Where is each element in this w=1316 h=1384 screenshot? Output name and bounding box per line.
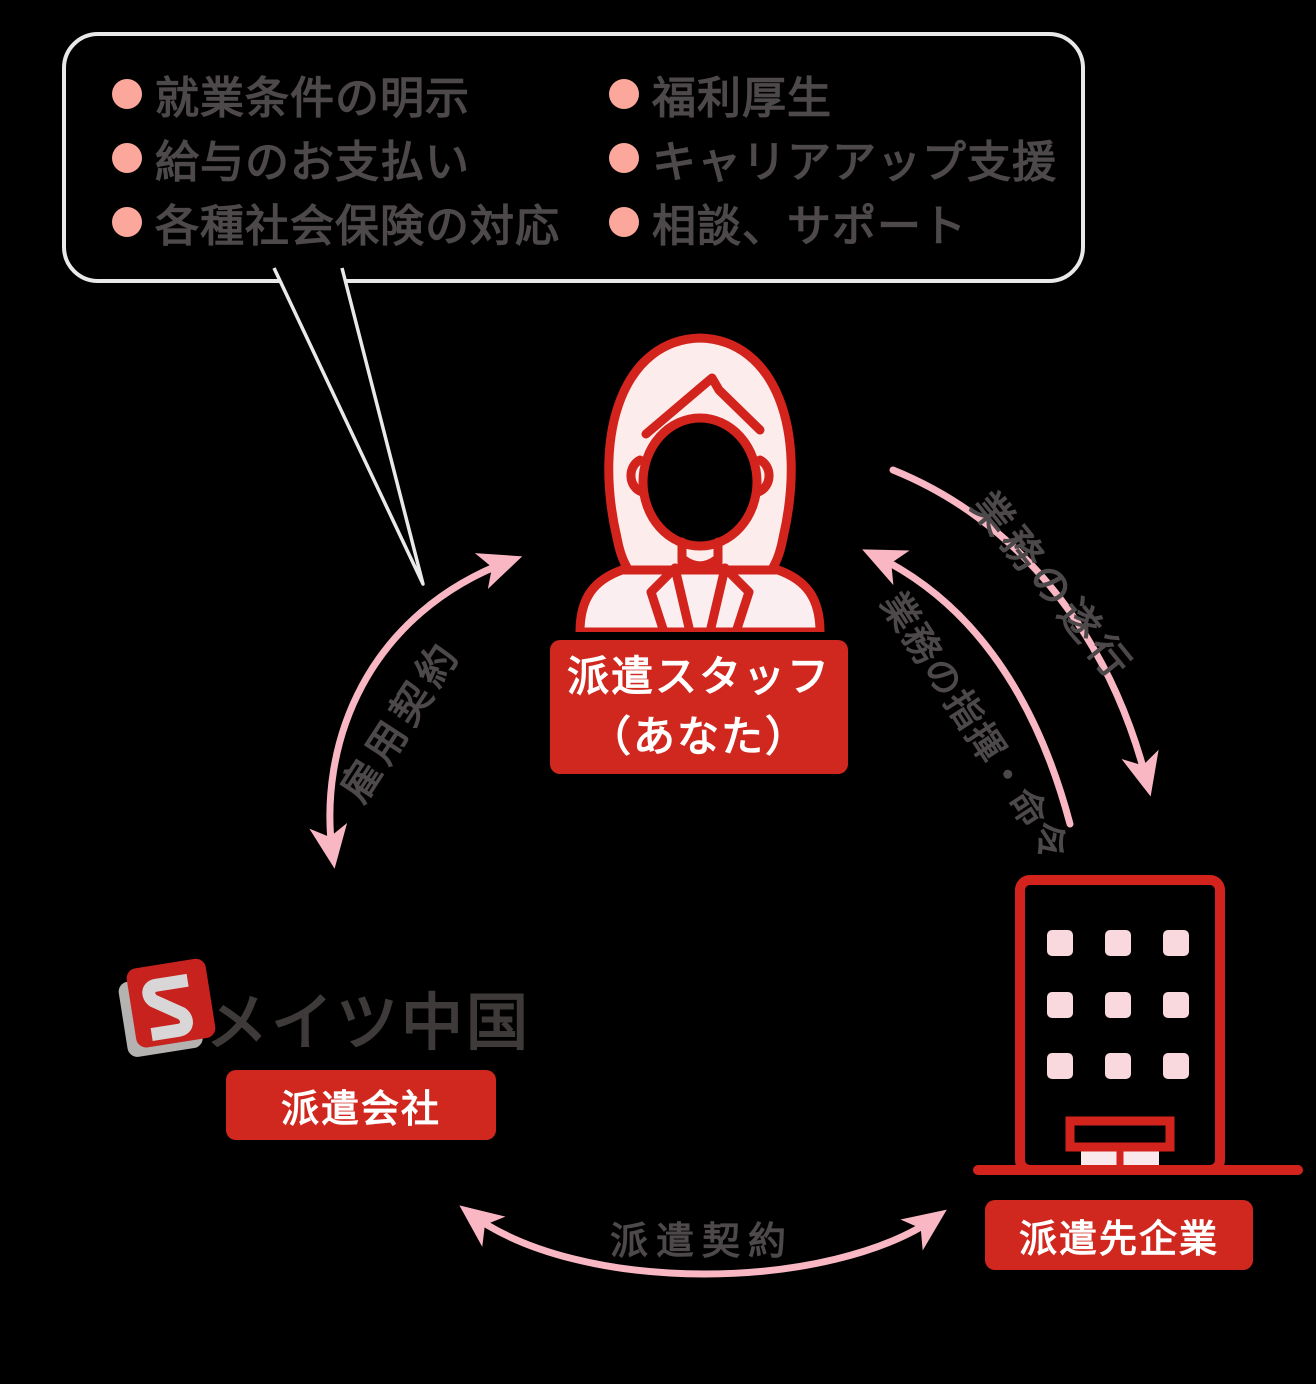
bubble-item-label: 相談、サポート [652,202,967,251]
client-label-box: 派遣先企業 [985,1200,1253,1270]
bubble-item-label: キャリアアップ支援 [652,138,1057,187]
woman-worker-icon [575,333,825,632]
client-label: 派遣先企業 [1018,1218,1219,1261]
office-building-icon [973,875,1303,1175]
pink-dot-icon [112,79,142,109]
agency-logo-text: メイツ中国 [206,989,532,1058]
pink-dot-icon [112,207,142,237]
command-order-arrow [862,549,1074,828]
list-item: 就業条件の明示 [112,62,609,126]
pink-dot-icon [609,79,639,109]
list-item: 相談、サポート [609,190,1081,254]
dispatch-contract-arrow [459,1205,947,1278]
mates-logo-mark-icon [118,958,216,1057]
list-item: キャリアアップ支援 [609,126,1081,190]
staff-label-box: 派遣スタッフ （あなた） [550,640,848,774]
bubble-item-label: 給与のお支払い [155,138,470,187]
list-item: 給与のお支払い [112,126,609,190]
staff-label-line2: （あなた） [588,713,809,760]
bubble-item-label: 各種社会保険の対応 [155,202,560,251]
agency-label-box: 派遣会社 [226,1070,496,1140]
perform-duties-arrow [889,466,1159,797]
bubble-item-label: 福利厚生 [652,74,832,123]
list-item: 福利厚生 [609,62,1081,126]
dispatch-contract-label: 派遣契約 [610,1221,795,1263]
list-item: 各種社会保険の対応 [112,190,609,254]
agency-services-bubble: 就業条件の明示 福利厚生 給与のお支払い キャリアアップ支援 各種社会保険の対応… [62,32,1085,283]
pink-dot-icon [112,143,142,173]
staff-label-line1: 派遣スタッフ [566,653,831,701]
pink-dot-icon [609,207,639,237]
employment-contract-arrow [309,553,523,869]
agency-label: 派遣会社 [280,1088,441,1131]
bubble-item-label: 就業条件の明示 [155,74,470,123]
pink-dot-icon [609,143,639,173]
